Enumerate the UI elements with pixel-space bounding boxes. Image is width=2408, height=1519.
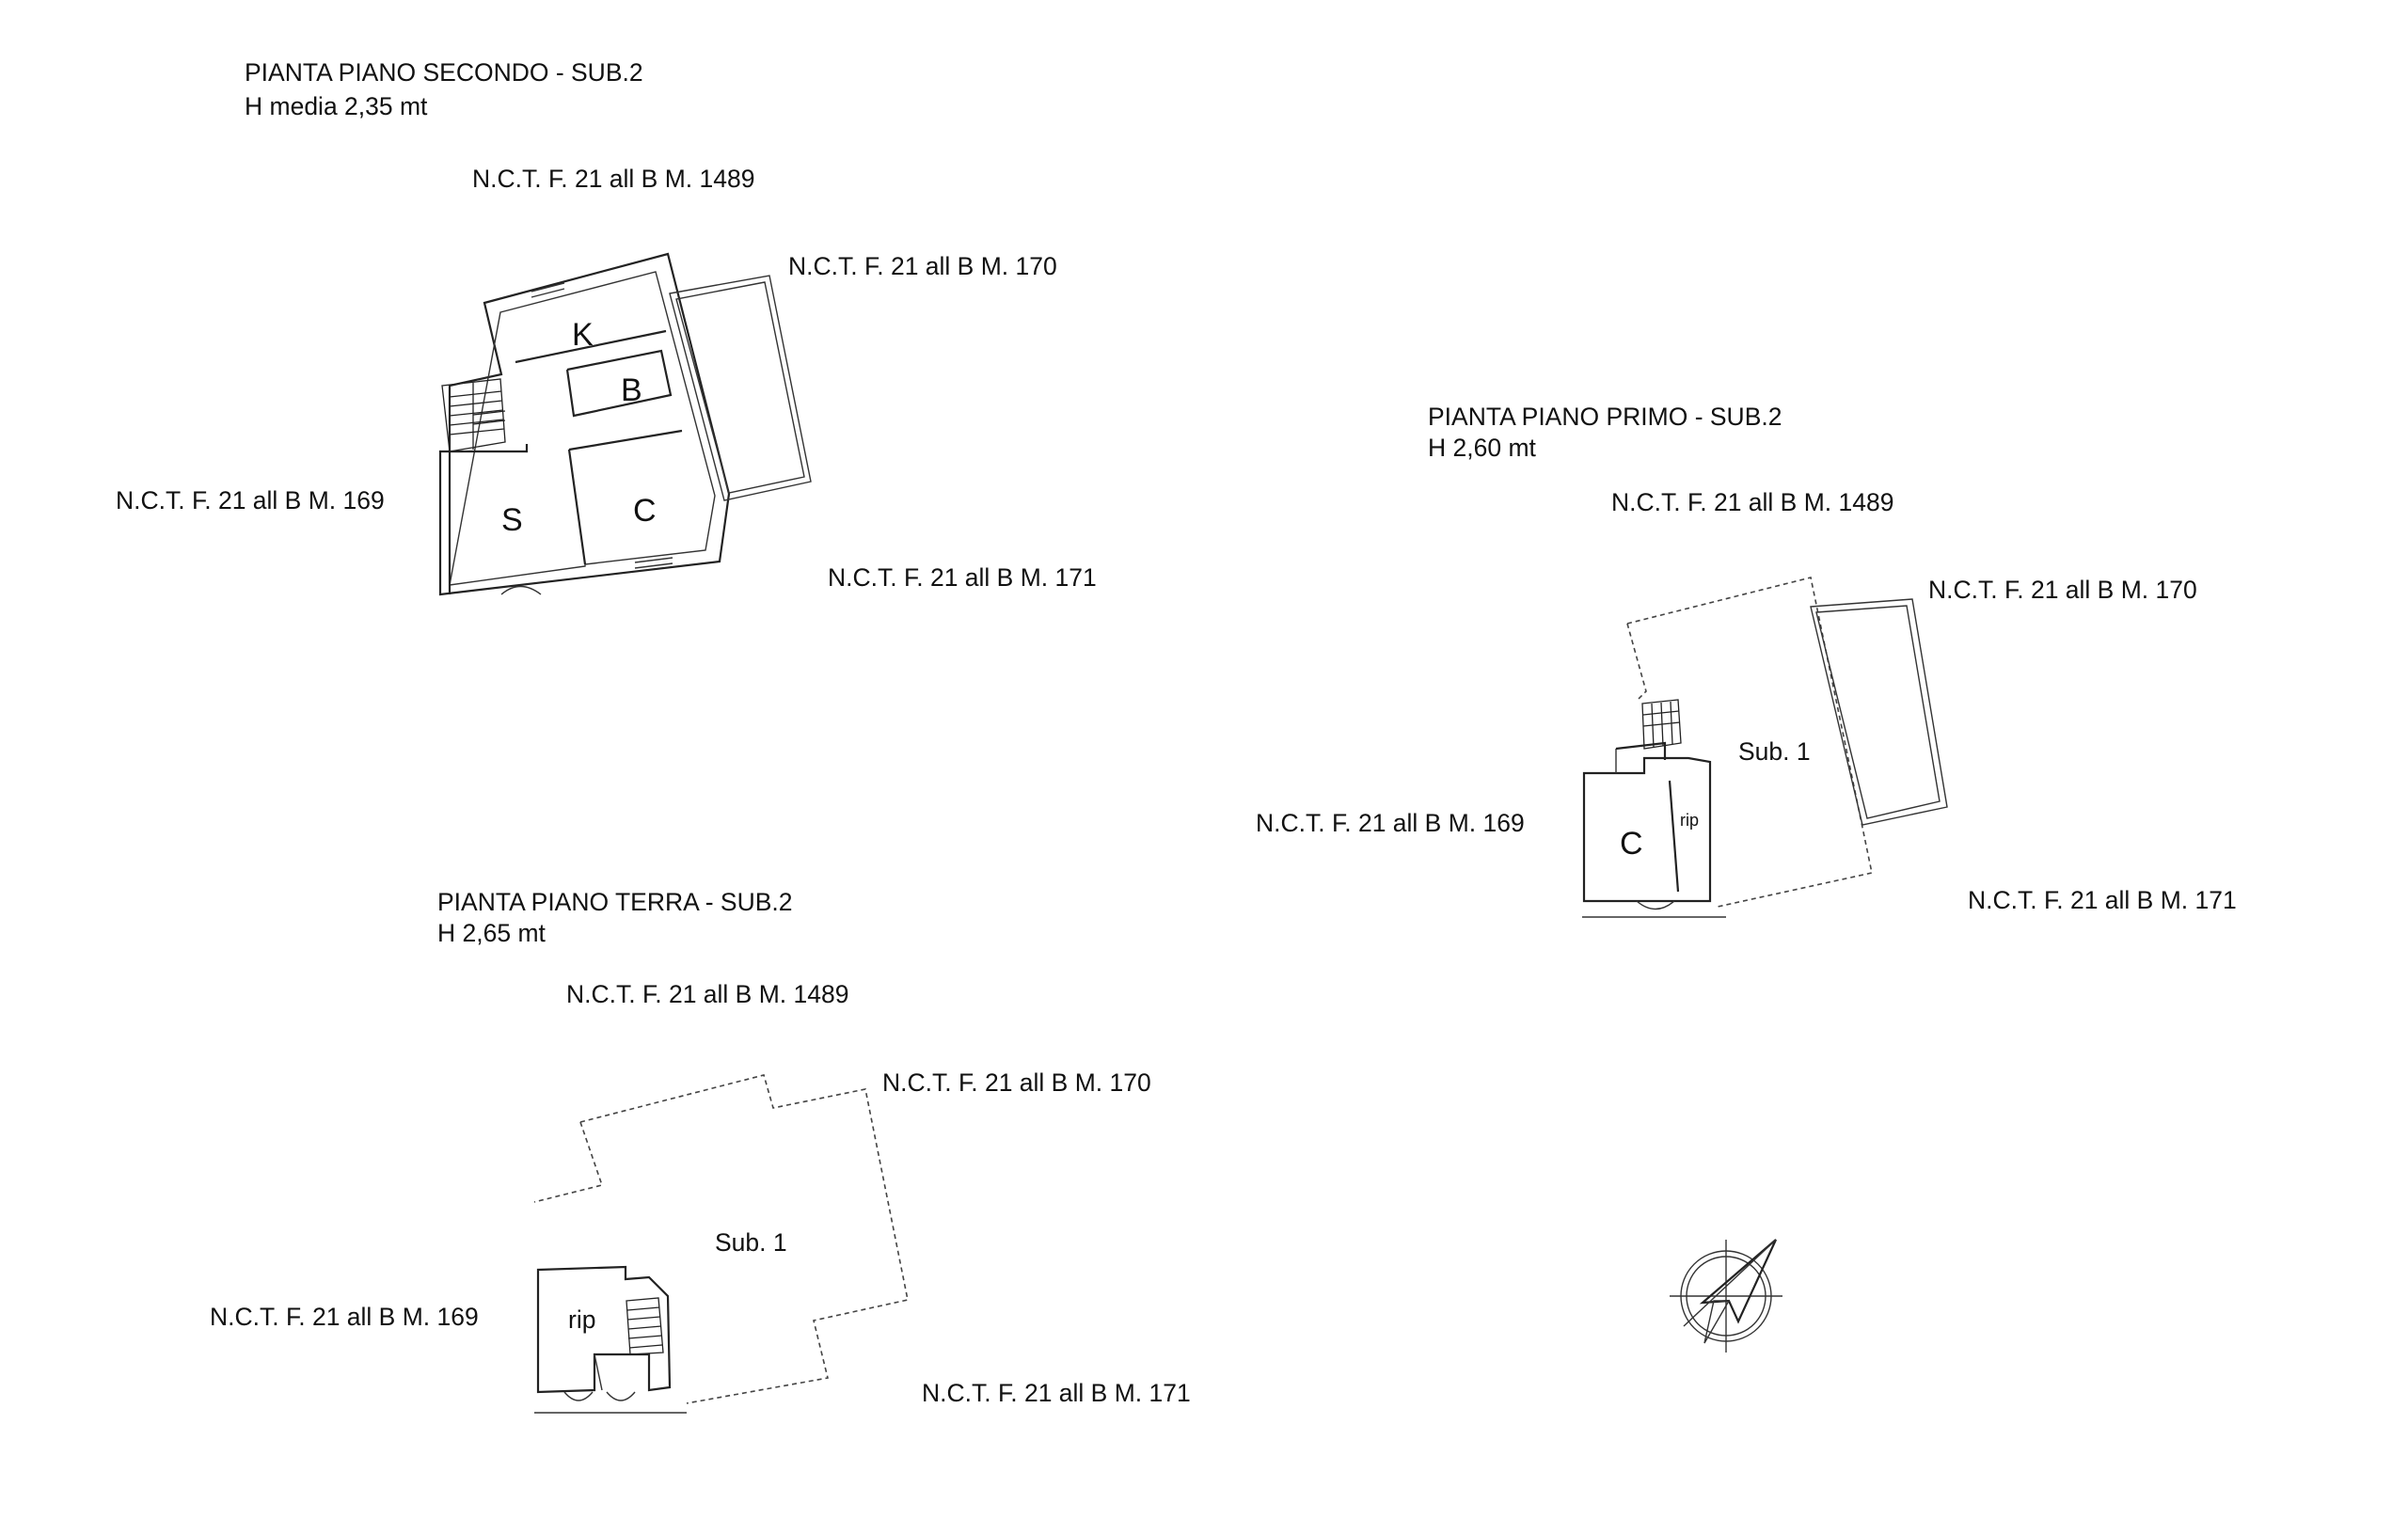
plan-first-floor: PIANTA PIANO PRIMO - SUB.2 H 2,60 mt N.C…	[1256, 403, 2237, 918]
room-first-rip-label: rip	[1680, 811, 1699, 830]
plan-ground-height: H 2,65 mt	[437, 919, 547, 947]
plan-first-walls	[1582, 577, 1948, 918]
plan-first-stair	[1641, 699, 1682, 750]
room-c-label: C	[633, 493, 657, 529]
plan-first-neighbor-top: N.C.T. F. 21 all B M. 1489	[1611, 488, 1893, 516]
plan-ground-title: PIANTA PIANO TERRA - SUB.2	[437, 888, 792, 916]
plan-second-walls	[438, 252, 812, 596]
plan-second-title: PIANTA PIANO SECONDO - SUB.2	[245, 58, 643, 87]
room-ground-rip-label: rip	[568, 1305, 595, 1334]
room-ground-sub-label: Sub. 1	[715, 1228, 787, 1257]
plan-second-neighbor-right: N.C.T. F. 21 all B M. 170	[788, 252, 1057, 280]
room-first-sub-label: Sub. 1	[1738, 737, 1811, 766]
plan-second-height: H media 2,35 mt	[245, 92, 428, 120]
plan-first-neighbor-right: N.C.T. F. 21 all B M. 170	[1928, 576, 2197, 604]
plan-ground-neighbor-bottom: N.C.T. F. 21 all B M. 171	[922, 1379, 1191, 1407]
room-s-label: S	[501, 502, 523, 538]
plan-ground-floor: PIANTA PIANO TERRA - SUB.2 H 2,65 mt N.C…	[210, 888, 1191, 1414]
room-b-label: B	[621, 372, 642, 408]
north-arrow-icon	[1670, 1239, 1782, 1353]
plan-first-height: H 2,60 mt	[1428, 434, 1537, 462]
room-first-c-label: C	[1620, 826, 1643, 862]
plan-second-neighbor-left: N.C.T. F. 21 all B M. 169	[116, 486, 385, 514]
plan-second-stair	[441, 378, 506, 452]
plan-ground-neighbor-right: N.C.T. F. 21 all B M. 170	[882, 1068, 1151, 1097]
room-k-label: K	[572, 317, 594, 353]
plan-second-neighbor-top: N.C.T. F. 21 all B M. 1489	[472, 165, 754, 193]
plan-first-neighbor-bottom: N.C.T. F. 21 all B M. 171	[1968, 886, 2237, 914]
plan-ground-neighbor-left: N.C.T. F. 21 all B M. 169	[210, 1303, 479, 1331]
plan-ground-walls	[533, 1074, 909, 1414]
plan-ground-neighbor-top: N.C.T. F. 21 all B M. 1489	[566, 980, 848, 1008]
plan-second-neighbor-bottom: N.C.T. F. 21 all B M. 171	[828, 563, 1097, 592]
plan-second-floor: PIANTA PIANO SECONDO - SUB.2 H media 2,3…	[116, 58, 1097, 596]
plan-first-title: PIANTA PIANO PRIMO - SUB.2	[1428, 403, 1782, 431]
plan-first-neighbor-left: N.C.T. F. 21 all B M. 169	[1256, 809, 1525, 837]
plan-ground-stair	[626, 1297, 664, 1355]
